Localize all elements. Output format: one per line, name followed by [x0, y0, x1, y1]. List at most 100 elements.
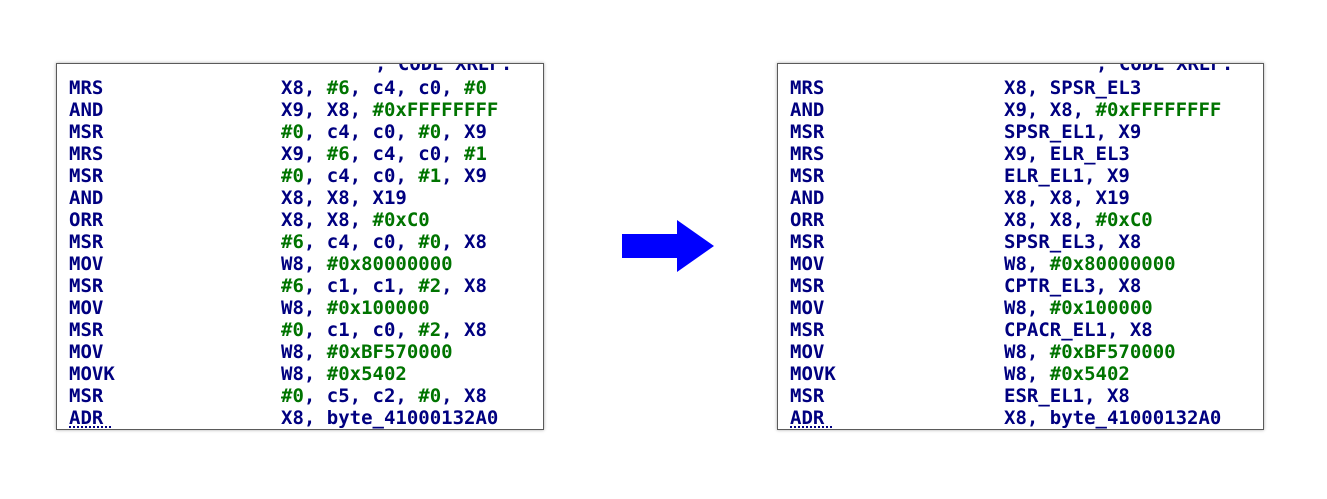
operand-text: W8,: [281, 341, 327, 363]
immediate-value: #0xBF570000: [326, 341, 453, 363]
operand-text: X9,: [281, 143, 327, 165]
immediate-value: #0: [281, 165, 304, 187]
operands: SPSR_EL3, X8: [1004, 231, 1141, 253]
instruction-row[interactable]: MSR SPSR_EL1, X9: [790, 121, 1263, 143]
instruction-row[interactable]: MSR #0, c4, c0, #0, X9: [69, 121, 543, 143]
truncated-next-line: [790, 426, 832, 429]
immediate-value: #0x100000: [326, 297, 430, 319]
instruction-row[interactable]: MSR#6, c4, c0, #0, X8: [69, 231, 543, 253]
operand-text: , c4, c0,: [303, 231, 419, 253]
immediate-value: #6: [281, 231, 304, 253]
operand-text: ELR_EL1, X9: [1004, 165, 1130, 187]
operand-text: ESR_EL1, X8: [1004, 385, 1130, 407]
mnemonic: MSR: [790, 275, 825, 297]
operand-text: W8,: [281, 363, 327, 385]
mnemonic: MSR: [790, 319, 825, 341]
mnemonic: AND: [790, 99, 825, 121]
mnemonic: MSR: [69, 319, 104, 341]
immediate-value: #6: [326, 77, 350, 99]
operands: #0, c4, c0, #0, X9: [281, 121, 487, 143]
operands: #0, c1, c0, #2, X8: [281, 319, 487, 341]
instruction-row[interactable]: MSR ESR_EL1, X8: [790, 385, 1263, 407]
operands: X8, X8, X19: [1004, 187, 1130, 209]
operand-text: W8,: [1004, 253, 1050, 275]
operands: CPTR_EL3, X8: [1004, 275, 1141, 297]
operand-text: X9, ELR_EL3: [1004, 143, 1130, 165]
instruction-row[interactable]: AND X9, X8, #0xFFFFFFFF: [790, 99, 1263, 121]
mnemonic: AND: [790, 187, 825, 209]
mnemonic: MSR: [69, 121, 104, 143]
operands: X8, #6, c4, c0, #0: [281, 77, 487, 99]
instruction-row[interactable]: MSR CPACR_EL1, X8: [790, 319, 1263, 341]
operand-text: W8,: [1004, 297, 1050, 319]
operand-text: X8,: [281, 77, 327, 99]
operands: W8, #0x80000000: [1004, 253, 1176, 275]
mnemonic: ADR: [790, 407, 825, 429]
immediate-value: #0xFFFFFFFF: [372, 99, 499, 121]
operand-text: X9, X8,: [1004, 99, 1096, 121]
mnemonic: MSR: [790, 165, 825, 187]
operand-text: X8, SPSR_EL3: [1004, 77, 1142, 99]
operand-text: , c4, c0,: [303, 121, 419, 143]
operands: X8, X8, #0xC0: [281, 209, 430, 231]
operands: X8, SPSR_EL3: [1004, 77, 1141, 99]
instruction-row[interactable]: AND X8, X8, X19: [790, 187, 1263, 209]
instruction-row[interactable]: MOV W8, #0xBF570000: [790, 341, 1263, 363]
operand-text: , c5, c2,: [303, 385, 419, 407]
operands: CPACR_EL1, X8: [1004, 319, 1153, 341]
instruction-row[interactable]: MSR#0, c4, c0, #1, X9: [69, 165, 543, 187]
mnemonic: MSR: [69, 231, 104, 253]
immediate-value: #6: [326, 143, 350, 165]
operands: X8, byte_41000132A0: [1004, 407, 1221, 429]
operand-text: , c1, c1,: [303, 275, 419, 297]
operands: W8, #0x100000: [281, 297, 430, 319]
instruction-row[interactable]: MSR #0, c1, c0, #2, X8: [69, 319, 543, 341]
mnemonic: MSR: [790, 121, 825, 143]
operands: X9, #6, c4, c0, #1: [281, 143, 487, 165]
operands: ESR_EL1, X8: [1004, 385, 1130, 407]
operands: #0, c4, c0, #1, X9: [281, 165, 487, 187]
operand-text: X8, byte_41000132A0: [281, 407, 499, 429]
operand-text: SPSR_EL1, X9: [1004, 121, 1142, 143]
mnemonic: MOV: [69, 253, 104, 275]
instruction-row[interactable]: ADR X8, byte_41000132A0: [790, 407, 1263, 429]
operands: W8, #0x100000: [1004, 297, 1153, 319]
instruction-row[interactable]: MSR CPTR_EL3, X8: [790, 275, 1263, 297]
mnemonic: MOV: [790, 341, 825, 363]
operands: W8, #0xBF570000: [1004, 341, 1176, 363]
instruction-row[interactable]: MSR #6, c1, c1, #2, X8: [69, 275, 543, 297]
mnemonic: MRS: [69, 77, 104, 99]
mnemonic: MOVK: [69, 363, 115, 385]
mnemonic: ORR: [790, 209, 825, 231]
operand-text: W8,: [1004, 341, 1050, 363]
immediate-value: #0: [418, 231, 442, 253]
immediate-value: #0: [281, 319, 304, 341]
immediate-value: #6: [281, 275, 304, 297]
operand-text: , X9: [441, 165, 487, 187]
immediate-value: #2: [418, 319, 442, 341]
mnemonic: MSR: [790, 385, 825, 407]
mnemonic: MSR: [69, 275, 104, 297]
instruction-row[interactable]: MRS X8, #6, c4, c0, #0: [69, 77, 543, 99]
instruction-row[interactable]: MSR#0, c5, c2, #0, X8: [69, 385, 543, 407]
operands: X9, X8, #0xFFFFFFFF: [1004, 99, 1221, 121]
operands: #6, c1, c1, #2, X8: [281, 275, 487, 297]
instruction-row[interactable]: MSR ELR_EL1, X9: [790, 165, 1263, 187]
